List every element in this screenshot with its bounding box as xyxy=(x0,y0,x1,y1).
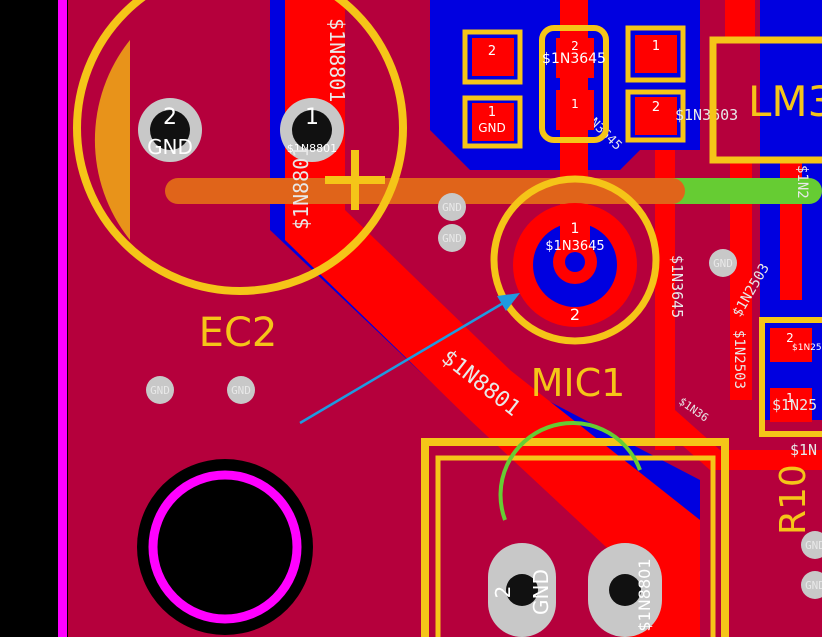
annotation-arrow-shaft xyxy=(299,300,506,425)
component-ec2[interactable]: 2 GND 1 $1N8801 EC2 xyxy=(73,0,407,356)
mic1-pad-1-hole xyxy=(565,252,585,272)
gnd-via-4-label: GND xyxy=(231,384,251,397)
gnd-via-5[interactable]: GND xyxy=(709,249,737,277)
sot-top-outline xyxy=(539,25,609,143)
trace-label-n8801-vertical-b: $1N8801 xyxy=(289,146,313,230)
pad-left-top[interactable] xyxy=(472,38,514,76)
pad-right-bottom-outline xyxy=(625,89,686,143)
ec2-pin1-label: 1 xyxy=(305,105,319,130)
lm3-designator: LM3 xyxy=(748,77,822,126)
r-right-net2: $1N25 xyxy=(792,343,822,353)
trace-label-n1n2-vertical: $1N2 xyxy=(794,165,810,199)
pad-left-bottom-label: 1 xyxy=(488,105,496,120)
mic1-outline xyxy=(490,175,660,345)
gnd-via-5-label: GND xyxy=(713,257,733,270)
gnd-via-7[interactable]: GND xyxy=(801,571,822,599)
connector-outline xyxy=(421,438,729,637)
gnd-via-6[interactable]: GND xyxy=(801,531,822,559)
r-right-net1: $1N25 xyxy=(772,396,817,414)
ec2-pin2-label: 2 xyxy=(163,105,177,130)
connector-pin2-net: GND xyxy=(529,569,553,615)
pad-right-top[interactable] xyxy=(635,35,677,73)
mounting-hole-clearance xyxy=(137,459,313,635)
connector-pad-2-hole xyxy=(506,574,538,606)
mic1-pin1-label: 1 xyxy=(571,221,580,237)
trace-label-n8801-vertical-a: $1N8801 xyxy=(325,18,349,102)
mounting-hole-ring xyxy=(148,470,302,624)
trace-label-n3645-vertical: $1N3645 xyxy=(668,255,686,318)
connector-pad-1-hole xyxy=(609,574,641,606)
gnd-via-7-label: GND xyxy=(805,579,822,592)
sot-top-pad-1[interactable] xyxy=(556,90,594,130)
pad-right-top-label: 1 xyxy=(652,39,660,54)
ec2-outline xyxy=(73,0,407,295)
gnd-via-3[interactable]: GND xyxy=(146,376,174,404)
component-sot-top[interactable]: 2 $1N3645 1 xyxy=(539,25,609,143)
trace-diagonal-right xyxy=(665,410,822,470)
annotation-arrow xyxy=(299,293,520,425)
pad-right-top-outline xyxy=(625,25,686,83)
trace-label-n1n: $1N xyxy=(790,441,817,459)
mic1-pin2-label: 2 xyxy=(570,305,580,324)
r-right-outline xyxy=(759,317,822,437)
gnd-via-4[interactable]: GND xyxy=(227,376,255,404)
trace-label-n2503-b: $1N2503 xyxy=(731,330,747,389)
pad-left-top-outline xyxy=(462,29,523,85)
pad-group-left[interactable]: 2 1 GND xyxy=(462,29,523,149)
mic1-pin1-net: $1N3645 xyxy=(545,239,604,254)
sot-top-pad-2[interactable] xyxy=(556,38,594,78)
gnd-via-2-label: GND xyxy=(442,232,462,245)
component-mic1[interactable]: 1 $1N3645 2 MIC1 xyxy=(490,175,660,405)
r-right-pad-2[interactable] xyxy=(770,328,812,362)
pad-right-bottom[interactable] xyxy=(635,97,677,135)
ec2-designator: EC2 xyxy=(199,310,278,356)
pad-left-bottom-outline xyxy=(462,95,523,149)
r-right-pin1-label: 1 xyxy=(786,391,794,405)
r10-designator: R10 xyxy=(773,464,814,535)
pad-left-bottom-net: GND xyxy=(478,121,506,135)
mounting-hole xyxy=(137,459,313,635)
sot-top-net: $1N3645 xyxy=(542,51,606,67)
gnd-via-3-label: GND xyxy=(150,384,170,397)
connector-pin1-net: $1N8801 xyxy=(635,558,654,631)
ec2-pin2-net: GND xyxy=(147,135,193,159)
connector-pin2-label: 2 xyxy=(491,586,515,599)
annotation-arrow-head xyxy=(497,293,520,311)
lm3-outline xyxy=(709,36,822,164)
pad-right-bottom-label: 2 xyxy=(652,100,660,115)
gnd-via-6-label: GND xyxy=(805,539,822,552)
component-connector-bottom[interactable]: 2 GND $1N8801 xyxy=(421,421,729,637)
board-outline-edge xyxy=(58,0,67,637)
gnd-via-2[interactable]: GND xyxy=(438,224,466,252)
ec2-pad-1-hole xyxy=(292,110,332,150)
pad-group-right[interactable]: 1 2 $1N3603 xyxy=(625,25,738,143)
trace-top-right xyxy=(725,0,755,40)
r-right-pad-1[interactable] xyxy=(770,388,812,422)
mic1-designator: MIC1 xyxy=(531,361,626,405)
ec2-pin1-net: $1N8801 xyxy=(287,142,337,155)
connector-silk-arc xyxy=(498,421,642,521)
ec2-body-fill xyxy=(94,40,130,240)
pad-left-bottom[interactable] xyxy=(472,103,514,141)
trace-n8801-main xyxy=(285,0,700,637)
pad-right-bottom-net: $1N3603 xyxy=(675,106,738,124)
r-right-pin2-label: 2 xyxy=(786,331,794,345)
gnd-via-1-label: GND xyxy=(442,201,462,214)
component-lm3[interactable]: LM3 xyxy=(709,36,822,164)
sot-top-pin1-label: 1 xyxy=(571,97,579,111)
pad-left-top-label: 2 xyxy=(488,44,496,59)
ec2-pad-2-hole xyxy=(150,110,190,150)
trace-lower-right xyxy=(730,160,752,400)
gnd-via-1[interactable]: GND xyxy=(438,193,466,221)
connector-inner-outline xyxy=(435,455,716,637)
trace-vertical-right xyxy=(655,150,675,450)
sot-top-pin2-label: 2 xyxy=(571,39,579,53)
component-r-right[interactable]: 2 $1N25 1 $1N25 xyxy=(759,317,822,437)
